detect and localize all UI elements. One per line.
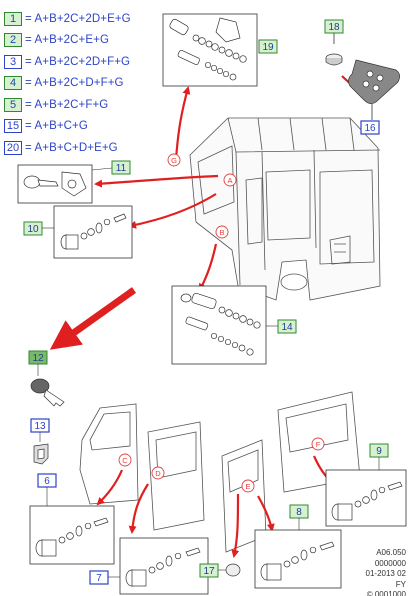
letter-label: C bbox=[122, 456, 128, 465]
callout-label: 11 bbox=[116, 163, 127, 174]
legend-formula: = A+B+C+D+E+G bbox=[25, 141, 118, 154]
letter-label: B bbox=[219, 228, 224, 237]
legend-formula: = A+B+2C+E+G bbox=[25, 34, 109, 47]
legend-kit-number: 5 bbox=[4, 97, 22, 112]
legend-formula: = A+B+C+G bbox=[25, 120, 88, 133]
letter-marker: C bbox=[118, 453, 132, 467]
letter-marker: B bbox=[215, 225, 229, 239]
callout-10: 10 bbox=[23, 221, 43, 236]
remote-keyfob-drawing bbox=[348, 59, 400, 104]
big-pointer-arrow bbox=[49, 287, 137, 350]
battery-drawing bbox=[325, 53, 343, 66]
callout-17: 17 bbox=[199, 563, 219, 578]
sliding-door-drawing bbox=[147, 421, 205, 531]
callout-label: 8 bbox=[296, 507, 302, 518]
callout-label: 7 bbox=[96, 573, 102, 584]
legend-formula: = A+B+2C+D+F+G bbox=[25, 77, 124, 90]
callout-19: 19 bbox=[258, 39, 278, 54]
bracket-drawing bbox=[33, 443, 49, 465]
key-drawing bbox=[30, 378, 65, 407]
legend-kit-number: 4 bbox=[4, 76, 22, 91]
lock-parts-14 bbox=[180, 292, 261, 356]
legend-kit-number: 3 bbox=[4, 54, 22, 69]
legend-formula: = A+B+2C+F+G bbox=[25, 98, 109, 111]
callout-18: 18 bbox=[324, 19, 344, 34]
lock-cylinder-drawing bbox=[260, 541, 335, 581]
cap-drawing bbox=[225, 563, 241, 577]
legend-kit-number: 20 bbox=[4, 140, 22, 155]
code-line: © 0001000 bbox=[366, 590, 406, 596]
callout-12: 12 bbox=[28, 350, 48, 365]
lock-cylinder-drawing bbox=[60, 213, 127, 250]
legend-row: 1 = A+B+2C+2D+E+G bbox=[4, 8, 131, 30]
callout-label: 14 bbox=[281, 322, 293, 333]
letter-marker: E bbox=[241, 479, 255, 493]
legend-kit-number: 15 bbox=[4, 119, 22, 134]
key-and-lock-drawing bbox=[23, 171, 87, 197]
front-door-drawing bbox=[79, 403, 139, 505]
legend-kit-number: 2 bbox=[4, 33, 22, 48]
letter-label: E bbox=[245, 482, 250, 491]
legend-row: 15 = A+B+C+G bbox=[4, 116, 131, 138]
kit-legend: 1 = A+B+2C+2D+E+G 2 = A+B+2C+E+G 3 = A+B… bbox=[4, 8, 131, 159]
letter-marker: G bbox=[167, 153, 181, 167]
lock-parts-19 bbox=[169, 17, 247, 81]
lock-cylinder-drawing bbox=[35, 517, 109, 557]
legend-formula: = A+B+2C+2D+E+G bbox=[25, 12, 131, 25]
callout-label: 17 bbox=[203, 566, 215, 577]
callout-label: 10 bbox=[27, 224, 39, 235]
callout-13: 13 bbox=[30, 418, 50, 433]
callout-16: 16 bbox=[360, 120, 380, 135]
legend-formula: = A+B+2C+2D+F+G bbox=[25, 55, 131, 68]
callout-label: 18 bbox=[328, 22, 340, 33]
callout-label: 19 bbox=[262, 42, 274, 53]
letter-marker: F bbox=[311, 437, 325, 451]
callout-label: 6 bbox=[44, 476, 50, 487]
code-line: 0000000 bbox=[374, 558, 406, 568]
van-body-drawing bbox=[189, 117, 381, 301]
callout-label: 16 bbox=[364, 123, 376, 134]
legend-row: 3 = A+B+2C+2D+F+G bbox=[4, 51, 131, 73]
callout-11: 11 bbox=[111, 160, 131, 175]
code-line: A06.050 bbox=[376, 548, 406, 557]
callout-14: 14 bbox=[277, 319, 297, 334]
code-line: 01-2013 02 bbox=[365, 569, 406, 578]
lock-cylinder-drawing bbox=[331, 481, 403, 521]
legend-kit-number: 1 bbox=[4, 11, 22, 26]
legend-row: 4 = A+B+2C+D+F+G bbox=[4, 73, 131, 95]
lock-cylinder-drawing bbox=[125, 547, 201, 587]
legend-row: 5 = A+B+2C+F+G bbox=[4, 94, 131, 116]
letter-label: A bbox=[227, 176, 232, 185]
letter-label: F bbox=[316, 440, 321, 449]
callout-8: 8 bbox=[289, 504, 309, 519]
code-line: FY bbox=[395, 579, 406, 589]
legend-row: 20 = A+B+C+D+E+G bbox=[4, 137, 131, 159]
callout-7: 7 bbox=[89, 570, 109, 585]
leader-line bbox=[91, 167, 113, 171]
callout-label: 13 bbox=[34, 421, 46, 432]
callout-label: 9 bbox=[376, 446, 382, 457]
letter-marker: D bbox=[151, 466, 165, 480]
illustration-reference-code: A06.050 0000000 01-2013 02 FY © 0001000 bbox=[366, 548, 406, 596]
letter-marker: A bbox=[223, 173, 237, 187]
letter-label: G bbox=[171, 156, 177, 165]
callout-9: 9 bbox=[369, 443, 389, 458]
legend-row: 2 = A+B+2C+E+G bbox=[4, 30, 131, 52]
callout-6: 6 bbox=[37, 473, 57, 488]
letter-label: D bbox=[155, 469, 161, 478]
callout-label: 12 bbox=[32, 353, 44, 364]
